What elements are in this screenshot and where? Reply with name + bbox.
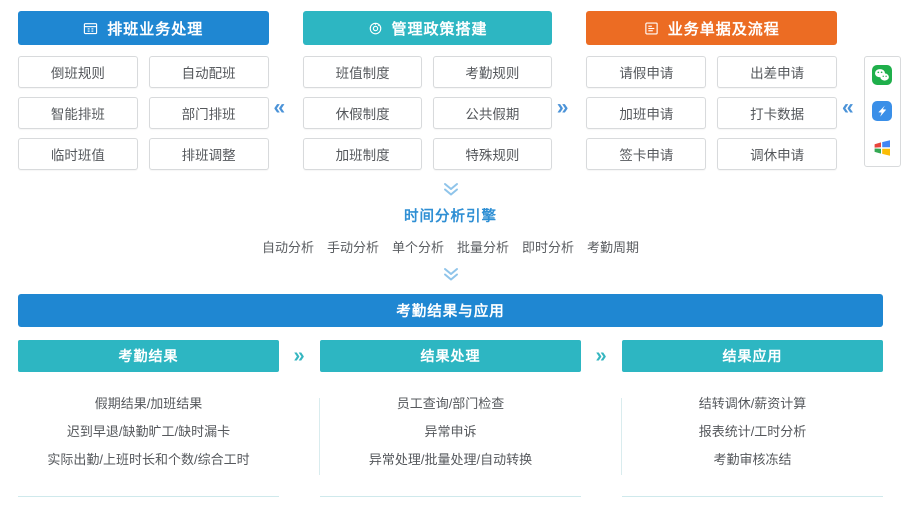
column-title-scheduling: 排班业务处理 — [107, 20, 204, 38]
engine-item[interactable]: 考勤周期 — [587, 240, 640, 255]
separator-chevron-left-1: « — [273, 96, 286, 119]
document-form-icon — [644, 21, 659, 36]
engine-item[interactable]: 手动分析 — [326, 240, 379, 255]
engine-item[interactable]: 批量分析 — [457, 240, 510, 255]
engine-items: 自动分析 手动分析 单个分析 批量分析 即时分析 考勤周期 — [0, 237, 901, 256]
cell-button[interactable]: 自动配班 — [148, 56, 269, 88]
settings-gear-icon — [368, 21, 383, 36]
bottom-line: 异常申诉 — [424, 424, 477, 439]
results-banner: 考勤结果与应用 — [18, 294, 883, 327]
separator-chevron-right-1: » — [556, 96, 569, 119]
engine-item[interactable]: 单个分析 — [391, 240, 444, 255]
chevron-double-down-icon-bottom — [0, 266, 901, 284]
cell-button[interactable]: 调休申请 — [717, 138, 838, 170]
bottom-card-attendance-result: 考勤结果 假期结果/加班结果 迟到早退/缺勤旷工/缺时漏卡 实际出勤/上班时长和… — [18, 340, 279, 497]
calendar-icon — [83, 21, 98, 36]
cell-grid-scheduling: 倒班规则 自动配班 智能排班 部门排班 临时班值 排班调整 — [18, 56, 269, 170]
bottom-line: 报表统计/工时分析 — [698, 424, 807, 439]
cell-grid-documents: 请假申请 出差申请 加班申请 打卡数据 签卡申请 调休申请 — [586, 56, 838, 170]
vertical-divider — [319, 398, 320, 475]
cell-button[interactable]: 加班申请 — [586, 97, 707, 129]
cell-button[interactable]: 临时班值 — [18, 138, 138, 170]
engine-item[interactable]: 自动分析 — [261, 240, 314, 255]
bottom-line: 实际出勤/上班时长和个数/综合工时 — [47, 452, 250, 467]
windows-icon[interactable] — [872, 138, 892, 158]
cell-button[interactable]: 签卡申请 — [586, 138, 707, 170]
middle-section: 时间分析引擎 自动分析 手动分析 单个分析 批量分析 即时分析 考勤周期 — [0, 181, 901, 284]
vertical-divider — [621, 398, 622, 475]
bottom-line: 异常处理/批量处理/自动转换 — [368, 452, 533, 467]
column-header-scheduling[interactable]: 排班业务处理 — [18, 11, 269, 45]
cell-button[interactable]: 加班制度 — [303, 138, 422, 170]
cell-button[interactable]: 公共假期 — [433, 97, 552, 129]
bottom-row: 考勤结果 假期结果/加班结果 迟到早退/缺勤旷工/缺时漏卡 实际出勤/上班时长和… — [18, 340, 883, 497]
column-header-policy[interactable]: 管理政策搭建 — [303, 11, 552, 45]
bottom-card-result-processing: 结果处理 员工查询/部门检查 异常申诉 异常处理/批量处理/自动转换 — [320, 340, 581, 497]
cell-button[interactable]: 考勤规则 — [433, 56, 552, 88]
bottom-line: 迟到早退/缺勤旷工/缺时漏卡 — [66, 424, 231, 439]
column-scheduling: 排班业务处理 倒班规则 自动配班 智能排班 部门排班 临时班值 排班调整 — [18, 11, 269, 170]
column-header-documents[interactable]: 业务单据及流程 — [586, 11, 838, 45]
cell-button[interactable]: 特殊规则 — [433, 138, 552, 170]
cell-button[interactable]: 休假制度 — [303, 97, 422, 129]
bottom-card-result-application: 结果应用 结转调休/薪资计算 报表统计/工时分析 考勤审核冻结 — [622, 340, 883, 497]
bottom-card-header[interactable]: 考勤结果 — [18, 340, 279, 372]
top-section: 排班业务处理 倒班规则 自动配班 智能排班 部门排班 临时班值 排班调整 « 管… — [0, 0, 901, 175]
bottom-card-body: 结转调休/薪资计算 报表统计/工时分析 考勤审核冻结 — [622, 390, 883, 497]
column-title-policy: 管理政策搭建 — [391, 20, 488, 38]
cell-button[interactable]: 倒班规则 — [18, 56, 138, 88]
dingtalk-icon[interactable] — [872, 101, 893, 122]
column-documents: 业务单据及流程 请假申请 出差申请 加班申请 打卡数据 签卡申请 调休申请 — [586, 11, 838, 170]
cell-button[interactable]: 出差申请 — [717, 56, 838, 88]
engine-item[interactable]: 即时分析 — [522, 240, 575, 255]
cell-button[interactable]: 部门排班 — [148, 97, 269, 129]
bottom-line: 假期结果/加班结果 — [94, 396, 203, 411]
separator-chevron-right-bottom-1: » — [293, 345, 305, 367]
bottom-card-body: 员工查询/部门检查 异常申诉 异常处理/批量处理/自动转换 — [320, 390, 581, 497]
bottom-line: 结转调休/薪资计算 — [698, 396, 807, 411]
cell-grid-policy: 班值制度 考勤规则 休假制度 公共假期 加班制度 特殊规则 — [303, 56, 552, 170]
cell-button[interactable]: 请假申请 — [586, 56, 707, 88]
wechat-icon[interactable] — [872, 65, 893, 86]
bottom-card-header[interactable]: 结果应用 — [622, 340, 883, 372]
cell-button[interactable]: 智能排班 — [18, 97, 138, 129]
bottom-card-body: 假期结果/加班结果 迟到早退/缺勤旷工/缺时漏卡 实际出勤/上班时长和个数/综合… — [18, 390, 279, 497]
chevron-double-down-icon-top — [0, 181, 901, 199]
bottom-line: 考勤审核冻结 — [713, 452, 792, 467]
separator-chevron-left-2: « — [841, 96, 854, 119]
cell-button[interactable]: 排班调整 — [148, 138, 269, 170]
bottom-line: 员工查询/部门检查 — [396, 396, 505, 411]
cell-button[interactable]: 打卡数据 — [717, 97, 838, 129]
app-icon-rail — [863, 56, 901, 167]
column-title-documents: 业务单据及流程 — [667, 20, 780, 38]
column-policy: 管理政策搭建 班值制度 考勤规则 休假制度 公共假期 加班制度 特殊规则 — [303, 11, 552, 170]
cell-button[interactable]: 班值制度 — [303, 56, 422, 88]
separator-chevron-right-bottom-2: » — [595, 345, 607, 367]
bottom-card-header[interactable]: 结果处理 — [320, 340, 581, 372]
engine-title: 时间分析引擎 — [404, 209, 497, 225]
